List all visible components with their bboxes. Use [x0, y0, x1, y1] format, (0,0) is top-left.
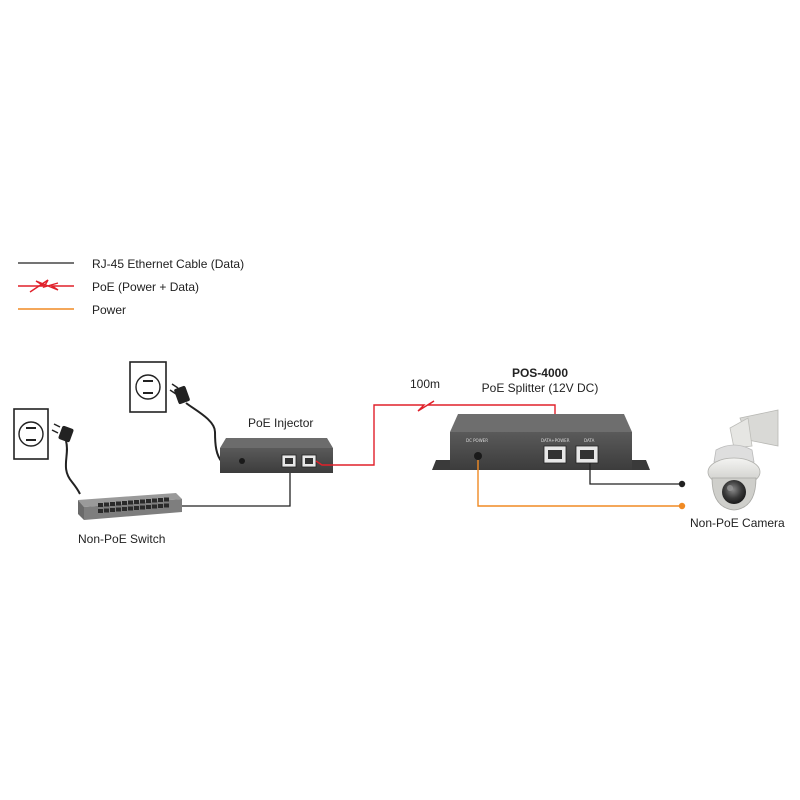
- switch-power-cord: [64, 440, 81, 495]
- power-cable-splitter-camera: [477, 460, 682, 507]
- poe-injector-device: [220, 438, 333, 473]
- camera-label: Non-PoE Camera: [690, 516, 785, 530]
- power-plug-icon: [169, 383, 190, 405]
- legend-label-power: Power: [92, 303, 127, 317]
- poe-splitter-device: DC POWER DATA+POWER DATA: [432, 414, 650, 470]
- legend-label-data: RJ-45 Ethernet Cable (Data): [92, 257, 245, 271]
- poe-cable: [315, 400, 556, 466]
- cable-distance-label: 100m: [410, 377, 441, 391]
- splitter-model: POS-4000: [511, 366, 569, 380]
- switch-label: Non-PoE Switch: [78, 532, 166, 546]
- dc-jack-icon: [474, 452, 482, 460]
- dome-camera-icon: [707, 409, 779, 511]
- data-cable-end: [678, 480, 686, 488]
- dc-power-port-label: DC POWER: [466, 438, 488, 443]
- wall-outlet-icon: [13, 408, 49, 460]
- legend-label-poe: PoE (Power + Data): [92, 280, 200, 294]
- data-cable-switch-injector: [182, 466, 291, 507]
- network-switch-icon: [78, 493, 182, 520]
- wall-outlet-icon: [129, 361, 167, 413]
- injector-power-cord: [185, 402, 223, 463]
- power-plug-icon: [51, 423, 74, 443]
- injector-label: PoE Injector: [248, 416, 314, 430]
- splitter-label: PoE Splitter (12V DC): [481, 381, 599, 395]
- power-cable-end: [678, 502, 686, 510]
- legend-poe-bolt-mark: [29, 279, 59, 293]
- data-cable-splitter-camera: [589, 463, 682, 485]
- dc-jack-icon: [239, 458, 245, 464]
- data-port-label: DATA: [584, 438, 595, 443]
- data-power-port-label: DATA+POWER: [541, 438, 570, 443]
